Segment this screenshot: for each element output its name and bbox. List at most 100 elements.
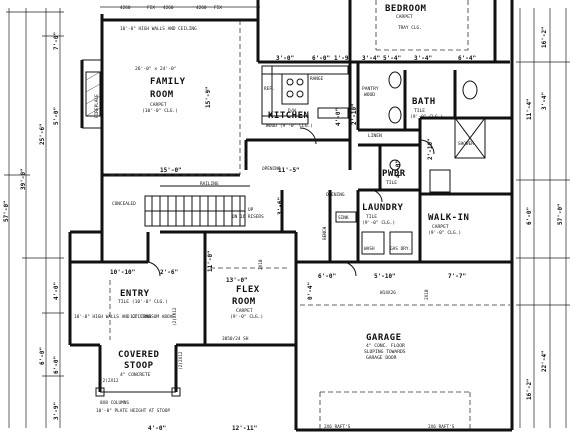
family-room-size: 26'-0" x 24'-0" [135,66,177,72]
flex-room-floor: CARPET [236,308,253,314]
fireplace-label: FIREPLACE [94,94,100,118]
linen-name: LINEN [368,133,382,139]
family-room-name1: FAMILY [150,77,186,87]
beam-w14-label: W14X26 [380,290,396,296]
dim-e-13-0: 13'-0" [226,277,248,284]
dim-fam-15-9: 15'-9" [205,86,212,108]
walk-in-name: WALK-IN [428,213,469,223]
dim-bath-5-4: 5'-4" [383,55,401,62]
fireplace [85,71,101,117]
dim-57-0-left: 57'-0" [3,200,10,222]
dim-k-3-0: 3'-0" [276,55,294,62]
high-walls-note: 10'-0" HIGH WALLS AND CEILING [120,26,197,32]
laundry-name: LAUNDRY [362,203,404,213]
covered-stoop-name2: STOOP [124,361,154,371]
covered-stoop-floor: 4" CONCRETE [120,372,151,378]
dim-fam-15-0: 15'-0" [160,167,182,174]
garage-note3: GARAGE DOOR [366,355,397,361]
gas-dry-label: GAS DRY. [390,246,411,252]
raft-b-label: 2X6 RAFT'S [428,424,455,430]
staircase [144,185,250,227]
left-dimension-lines [4,8,64,428]
dw-label: D/W [288,108,296,114]
dim-g-7-7: 7'-7" [448,273,466,280]
dim-22-4: 22'-4" [541,350,548,372]
dim-top-4260-b: 4260 [163,5,174,11]
plate-height-label: 10'-0" PLATE HEIGHT AT STOOP [96,408,170,414]
door-2x12-b: (2)2X12 [178,351,184,370]
dim-25-6: 25'-6" [39,123,46,145]
family-room-ceiling: (10'-0" CLG.) [142,108,178,114]
walk-in-floor: CARPET [432,224,449,230]
kitchen-name: KITCHEN [268,111,309,121]
dim-s-12-11: 12'-11" [232,425,257,432]
bath-ceiling: (9'-0" CLG.) [410,114,443,120]
right-dimension-lines [516,8,570,428]
dim-k-4-0: 4'-0" [335,108,342,126]
pantry-floor: WOOD [364,92,375,98]
bath-name: BATH [412,97,436,107]
dashed-lines [109,0,510,430]
dim-57-0-right: 57'-0" [557,203,564,225]
door-2x12-c: (2)2X12 [172,307,178,326]
dim-5-0: 5'-0" [53,107,60,125]
walk-in-ceiling: (9'-0" CLG.) [428,230,461,236]
dim-b-4-0: 4'-0" [148,425,166,432]
dim-top-4260-c: 4260 [196,5,207,11]
family-room-floor: CARPET [150,102,167,108]
dim-6-0-right: 6'-0" [526,207,533,225]
dim-39-0: 39'-0" [20,168,27,190]
flex-room-ceiling: (9'-0" CLG.) [230,314,263,320]
dim-16-2-bottom: 16'-2" [526,378,533,400]
kitchen-floor: WOOD (9'-0" CLG.) [266,123,313,129]
laundry-floor: TILE [366,214,377,220]
dim-k-6-0: 6'-0" [312,55,330,62]
dim-s-6-0: 6'-0" [53,356,60,374]
beam-2x10-a: 2X10 [258,259,264,270]
bath-fixtures [388,71,486,193]
sink-label: SINK [338,215,349,221]
dim-bath-3-4: 3'-4" [362,55,380,62]
beam-2x10-b: 2X10 [424,289,430,300]
opening-label: OPENING [262,166,281,172]
refrig-label: REF. [264,86,275,92]
dim-top-fix: FIX [147,5,155,11]
laundry-ceiling: (9'-0" CLG.) [362,220,395,226]
pwdr-floor: TILE [386,180,397,186]
dim-top-4260-a: 4260 [120,5,131,11]
bedroom-floor: CARPET [396,14,413,20]
wash-label: WASH [364,246,375,252]
range-label: RANGE [310,76,324,82]
dim-k-2-10: 2'-10" [351,103,358,125]
transom-note: 12" TRANSOM ABOVE [130,314,175,320]
door-swings [145,127,435,277]
stair-up-label: UP [248,207,254,213]
garage-name: GARAGE [366,333,402,343]
dim-e-11-0: 11'-0" [207,250,214,272]
dim-mid-3-6: 3'-6" [277,197,284,215]
raft-a-label: 2X6 RAFT'S [324,424,351,430]
garage-note2: SLOPING TOWARDS [364,349,406,355]
shower-label: SHOWER [458,141,474,147]
dim-3-4: 3'-4" [541,92,548,110]
dim-e-10-10: 10'-10" [110,269,135,276]
door-2x12-a: (2)2X12 [100,378,119,384]
railing-label: RAILING [200,181,219,187]
dim-11-4: 11'-4" [526,98,533,120]
kitchen-fixtures [261,65,349,125]
door-3050-label: 3050/24 SH [222,336,249,342]
dim-bath-3-4b: 3'-4" [414,55,432,62]
dim-g-5-10: 5'-10" [374,273,396,280]
garage-note1: 4" CONC. FLOOR [366,343,405,349]
interior-walls [70,60,512,345]
tray-ceiling-label: TRAY CLG. [398,25,422,31]
columns-label: 8X8 COLUMNS [100,400,129,406]
pwdr-name: PWDR [382,169,406,179]
concealed-label: CONCEALED [112,201,136,207]
dim-7-0: 7'-0" [53,32,60,50]
bath-floor: TILE [414,108,425,114]
bench-label: BENCH [322,226,328,240]
bedroom-name: BEDROOM [385,4,427,14]
dim-k-1-9: 1'-9" [334,55,352,62]
